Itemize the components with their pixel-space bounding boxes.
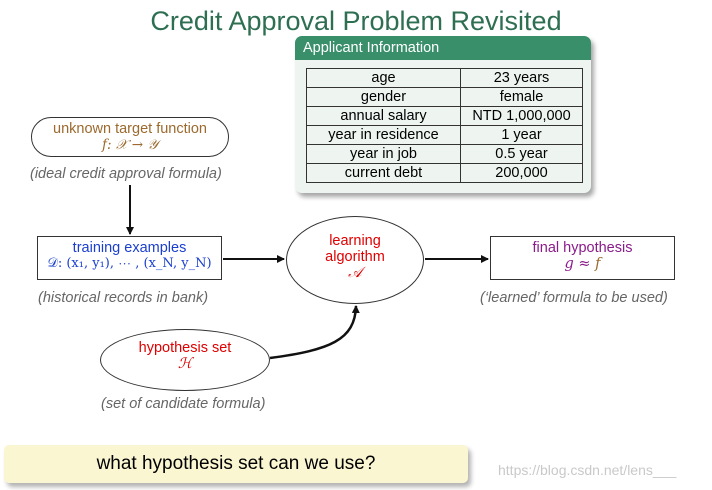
applicant-info-key: year in residence <box>306 125 461 145</box>
applicant-info-value: NTD 1,000,000 <box>460 106 583 126</box>
applicant-info-value: 200,000 <box>460 163 583 183</box>
applicant-info-key: current debt <box>306 163 461 183</box>
training-examples-label: training examples <box>72 240 187 256</box>
training-examples-box: training examples 𝒟: (x₁, y₁), ⋯ , (x_N,… <box>37 236 222 280</box>
final-hypothesis-g: g <box>564 256 574 272</box>
watermark: https://blog.csdn.net/lens___ <box>498 462 677 478</box>
applicant-info-value: female <box>460 87 583 107</box>
hypothesis-set-node: hypothesis set ℋ <box>100 329 270 391</box>
final-hypothesis-approx: ≈ <box>573 256 596 272</box>
learning-algorithm-line1: learning <box>329 233 381 249</box>
final-hypothesis-f: f <box>595 256 601 272</box>
question-box: what hypothesis set can we use? <box>4 445 468 483</box>
learning-algorithm-line2: algorithm <box>325 249 385 265</box>
target-function-formula: f: 𝒳 → 𝒴 <box>102 137 158 153</box>
page-title: Credit Approval Problem Revisited <box>150 6 562 36</box>
applicant-info-key: age <box>306 68 461 88</box>
final-hypothesis-box: final hypothesis g ≈ f <box>490 236 675 280</box>
applicant-info-header: Applicant Information <box>295 36 591 60</box>
hypothesis-set-label: hypothesis set <box>138 340 232 356</box>
applicant-info-value: 1 year <box>460 125 583 145</box>
applicant-info-key: year in job <box>306 144 461 164</box>
final-hypothesis-label: final hypothesis <box>532 240 633 256</box>
hypothesis-set-symbol: ℋ <box>177 356 193 372</box>
hypothesis-set-caption: (set of candidate formula) <box>101 396 266 412</box>
applicant-info-key: gender <box>306 87 461 107</box>
final-hypothesis-formula: g ≈ f <box>491 256 674 272</box>
target-function-caption: (ideal credit approval formula) <box>30 166 222 182</box>
target-function-label: unknown target function <box>53 121 207 137</box>
learning-algorithm-symbol: 𝒜 <box>348 265 362 281</box>
training-examples-formula: 𝒟: (x₁, y₁), ⋯ , (x_N, y_N) <box>47 256 212 271</box>
applicant-info-value: 23 years <box>460 68 583 88</box>
learning-algorithm-node: learning algorithm 𝒜 <box>286 216 424 304</box>
target-function-box: unknown target function f: 𝒳 → 𝒴 <box>31 117 229 157</box>
applicant-info-key: annual salary <box>306 106 461 126</box>
training-examples-caption: (historical records in bank) <box>38 290 209 306</box>
arrow-hset-to-algorithm <box>269 305 360 360</box>
applicant-info-value: 0.5 year <box>460 144 583 164</box>
final-hypothesis-caption: (‘learned’ formula to be used) <box>480 290 668 306</box>
